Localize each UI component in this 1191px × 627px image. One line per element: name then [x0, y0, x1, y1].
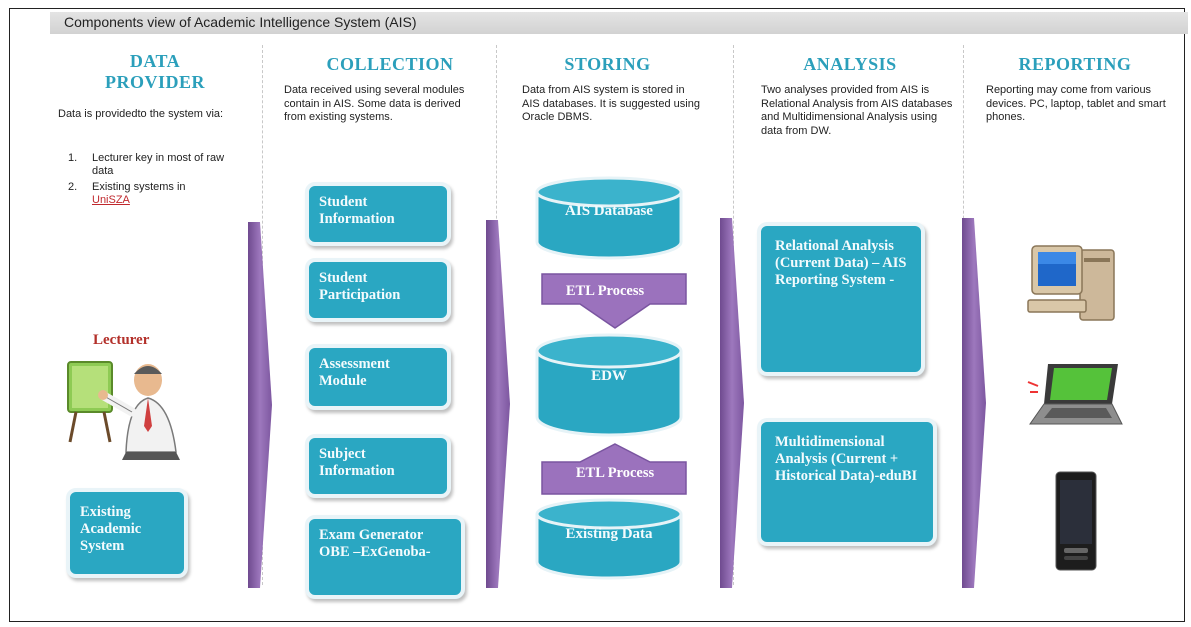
list-text: Existing systems in — [92, 181, 186, 193]
flow-arrow-2 — [486, 220, 510, 588]
desktop-pc-icon — [1027, 245, 1115, 321]
etl-process-top-label: ETL Process — [565, 283, 645, 299]
list-text: Lecturer key in most of raw data — [92, 152, 225, 177]
title-reporting: REPORTING — [1018, 54, 1132, 74]
existing-data-label: Existing Data — [565, 526, 653, 542]
assessment-module-box: Assessment Module — [305, 344, 451, 410]
unisza-link[interactable]: UniSZA — [92, 194, 130, 206]
student-participation-box: Student Participation — [305, 258, 451, 322]
title-analysis: ANALYSIS — [803, 54, 897, 74]
provider-list-item: 1. Lecturer key in most of raw data — [68, 152, 242, 178]
list-number: 2. — [68, 181, 78, 193]
desc-reporting: Reporting may come from various devices.… — [986, 84, 1166, 123]
ais-database-label: AIS Database — [565, 203, 653, 219]
lecturer-label: Lecturer — [93, 332, 150, 348]
etl-process-bottom-label: ETL Process — [575, 465, 655, 481]
edw-label: EDW — [591, 368, 627, 384]
existing-academic-system-box: Existing Academic System — [66, 488, 188, 578]
flow-arrow-4 — [962, 218, 986, 588]
relational-analysis-box: Relational Analysis (Current Data) – AIS… — [757, 222, 925, 376]
diagram-title: Components view of Academic Intelligence… — [64, 14, 417, 30]
desc-storing: Data from AIS system is stored in AIS da… — [522, 84, 700, 123]
smartphone-icon — [1055, 471, 1097, 571]
title-data-provider: DATA PROVIDER — [104, 51, 205, 92]
edw-cylinder — [535, 333, 683, 437]
title-storing: STORING — [564, 54, 651, 74]
etl-process-top-arrow — [541, 273, 687, 329]
student-information-box: Student Information — [305, 182, 451, 246]
laptop-icon — [1027, 364, 1123, 425]
desc-analysis: Two analyses provided from AIS is Relati… — [761, 84, 953, 137]
exam-generator-box: Exam Generator OBE –ExGenoba- — [305, 515, 465, 599]
multidimensional-analysis-box: Multidimensional Analysis (Current + His… — [757, 418, 937, 546]
provider-list: 1. Lecturer key in most of raw data 2. E… — [68, 152, 242, 210]
lecturer-icon — [67, 361, 180, 460]
ais-database-cylinder — [535, 176, 683, 260]
flow-arrow-3 — [720, 218, 744, 588]
flow-arrow-1 — [248, 222, 272, 588]
existing-data-cylinder — [535, 498, 683, 580]
etl-process-bottom-arrow — [541, 443, 687, 495]
title-collection: COLLECTION — [326, 54, 454, 74]
desc-collection: Data received using several modules cont… — [284, 84, 465, 123]
subject-information-box: Subject Information — [305, 434, 451, 498]
list-number: 1. — [68, 152, 78, 164]
provider-list-item: 2. Existing systems in UniSZA — [68, 181, 242, 207]
desc-data-provider: Data is providedto the system via: — [58, 108, 224, 120]
header-bar — [50, 12, 1188, 34]
